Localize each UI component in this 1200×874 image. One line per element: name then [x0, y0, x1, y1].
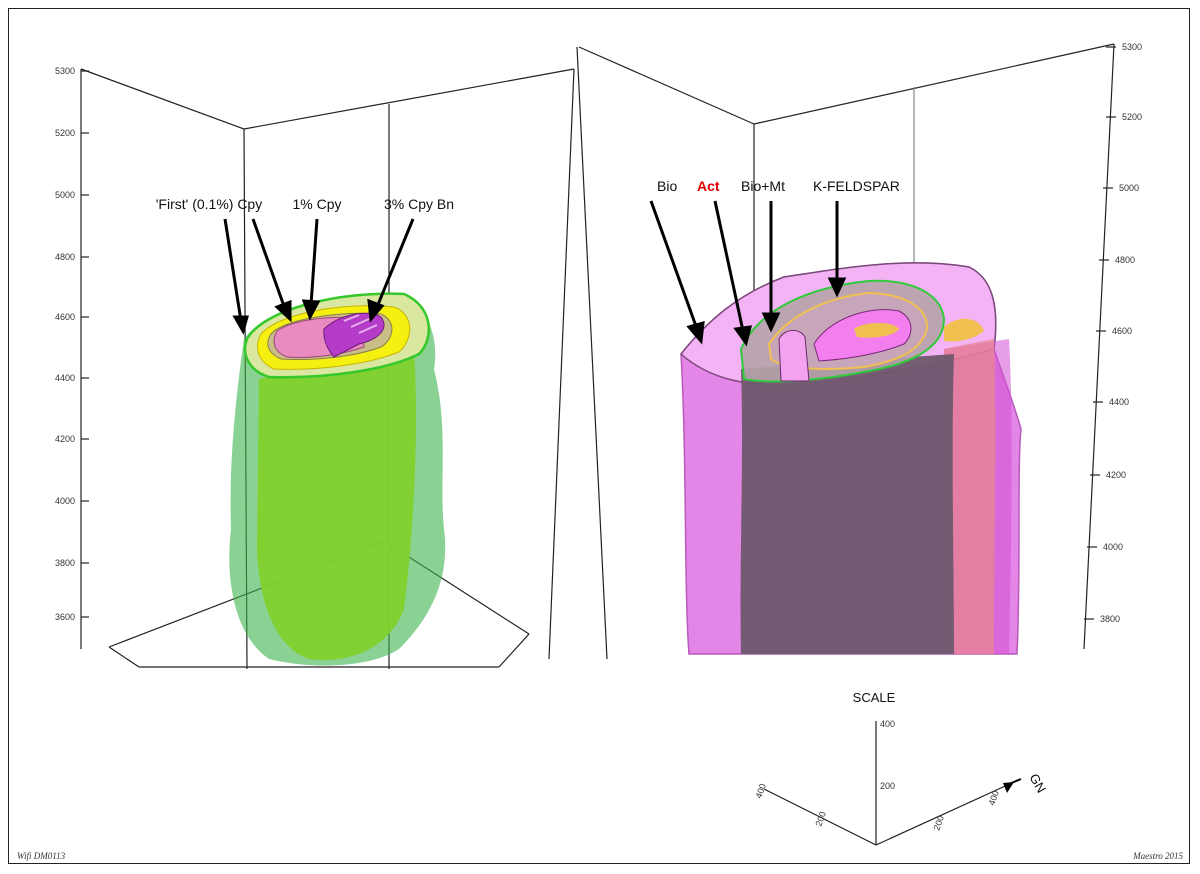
- scale-right-axis: [875, 781, 1015, 846]
- right-tick-label: 4800: [1115, 255, 1135, 265]
- kfeldspar-label: K-FELDSPAR: [813, 178, 900, 194]
- left-tick-label: 4000: [55, 496, 75, 506]
- footer-left-caption: Wifi DM0113: [17, 851, 66, 861]
- left-tick-label: 4800: [55, 252, 75, 262]
- act-label: Act: [697, 178, 720, 194]
- scale-right-tick: 200: [931, 814, 946, 832]
- cpy-inner-core: [257, 349, 416, 660]
- arrow: [375, 218, 415, 308]
- bio-mt-core: [778, 330, 810, 382]
- right-arrows: [649, 200, 847, 347]
- scale-right-tick: 400: [986, 789, 1001, 807]
- left-axis-ticks: [81, 70, 89, 618]
- right-box-edge: [753, 43, 1115, 125]
- left-tick-label: 5300: [55, 66, 75, 76]
- arrow-head: [733, 325, 752, 347]
- arrow-head: [686, 320, 705, 345]
- arrow: [713, 200, 745, 332]
- arrow-head: [232, 315, 249, 335]
- kfeldspar-center: [854, 323, 899, 338]
- right-tick-label: 3800: [1100, 614, 1120, 624]
- left-tick-label: 4200: [55, 434, 75, 444]
- left-box-edge: [108, 646, 140, 668]
- arrow: [223, 218, 243, 322]
- arrow-head: [367, 298, 385, 323]
- diagram-canvas: 5300 5200 5000 4800 4600 4400 4200 4000 …: [17, 42, 1183, 861]
- arrow-head: [827, 277, 847, 298]
- left-tick-label: 5200: [55, 128, 75, 138]
- right-tick-label: 4200: [1106, 470, 1126, 480]
- left-tick-label: 4400: [55, 373, 75, 383]
- three-pct-cpy-bn-zone: [323, 312, 385, 358]
- arrow-head: [301, 299, 321, 321]
- scale-left-axis: [763, 788, 877, 846]
- scale-title: SCALE: [853, 690, 896, 705]
- left-box-edge: [498, 633, 530, 668]
- figure-frame: 5300 5200 5000 4800 4600 4400 4200 4000 …: [8, 8, 1190, 864]
- pink-column: [944, 339, 996, 654]
- bio-label: Bio: [657, 178, 677, 194]
- right-tick-label: 5000: [1119, 183, 1139, 193]
- left-box-edge: [548, 68, 575, 660]
- bn-stripes: [343, 314, 378, 334]
- arrow-head: [274, 299, 292, 323]
- north-arrow: [1008, 778, 1022, 785]
- scale-vertical-tick: 200: [880, 781, 895, 791]
- left-tick-label: 3800: [55, 558, 75, 568]
- right-tick-label: 4400: [1109, 397, 1129, 407]
- north-arrow-head: [1003, 782, 1014, 793]
- scale-vertical-tick: 400: [880, 719, 895, 729]
- scale-widget: SCALE 400 200 400 200 200 400 GN: [753, 690, 1049, 846]
- scale-left-tick: 400: [753, 782, 768, 800]
- kfeldspar-lobe: [944, 318, 984, 342]
- arrow: [309, 218, 319, 306]
- footer-right-caption: Maestro 2015: [1132, 851, 1183, 861]
- arrow: [251, 218, 287, 310]
- right-box-edge: [578, 46, 755, 125]
- right-box-edge: [576, 46, 608, 660]
- right-axis-ticks: [1084, 46, 1116, 620]
- act-zone-column: [740, 354, 954, 654]
- left-box-edge: [243, 68, 575, 130]
- left-box-edge: [80, 68, 245, 130]
- arrow: [649, 200, 699, 330]
- first-cpy-label: 'First' (0.1%) Cpy: [156, 196, 262, 212]
- scale-left-tick: 200: [813, 810, 828, 828]
- arrow-head: [761, 312, 781, 333]
- right-tick-label: 5300: [1122, 42, 1142, 52]
- bio-mt-label: Bio+Mt: [741, 178, 785, 194]
- north-label: GN: [1026, 771, 1049, 795]
- left-tick-label: 5000: [55, 190, 75, 200]
- left-tick-label: 3600: [55, 612, 75, 622]
- one-pct-cpy-label: 1% Cpy: [292, 196, 341, 212]
- right-tick-label: 4600: [1112, 326, 1132, 336]
- left-tick-label: 4600: [55, 312, 75, 322]
- left-arrows: [223, 218, 415, 335]
- three-pct-cpy-bn-label: 3% Cpy Bn: [384, 196, 454, 212]
- left-panel: 5300 5200 5000 4800 4600 4400 4200 4000 …: [55, 66, 575, 670]
- right-panel: 5300 5200 5000 4800 4600 4400 4200 4000 …: [576, 42, 1142, 660]
- right-tick-label: 5200: [1122, 112, 1142, 122]
- right-tick-label: 4000: [1103, 542, 1123, 552]
- right-box-edge: [1083, 43, 1115, 650]
